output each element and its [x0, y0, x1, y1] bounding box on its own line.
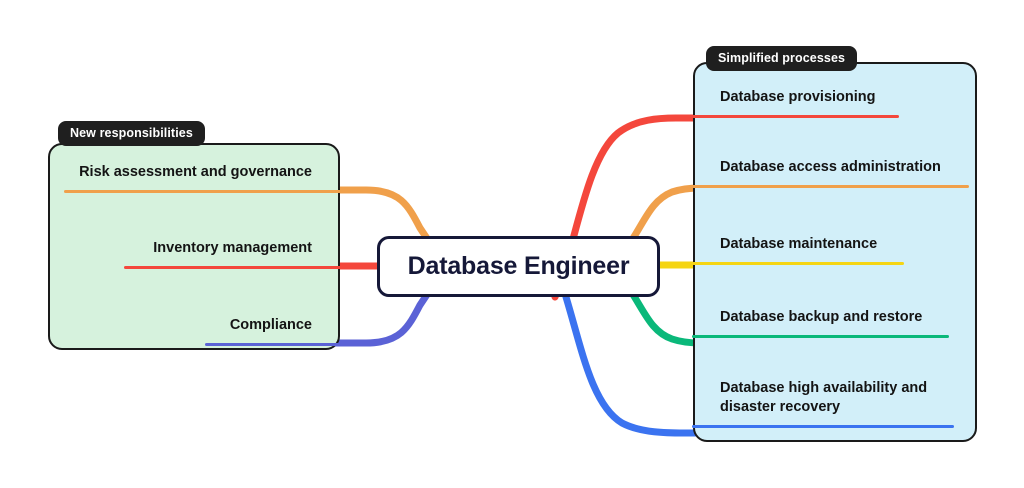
connector-database-high-availability [562, 293, 707, 437]
branch-panel-new-responsibilities[interactable]: Risk assessment and governance Inventory… [48, 143, 341, 350]
leaf-label: Database maintenance [720, 236, 878, 252]
leaf-database-provisioning[interactable]: Database provisioning [692, 88, 975, 118]
center-node-label: Database Engineer [407, 252, 630, 280]
leaf-underline [124, 266, 341, 269]
leaf-underline [692, 425, 954, 428]
leaf-underline [692, 115, 899, 118]
connector-compliance [326, 289, 432, 347]
leaf-label: Database high availability and disaster … [720, 380, 928, 415]
leaf-database-high-availability-and-disaster-recovery[interactable]: Database high availability and disaster … [692, 379, 975, 428]
leaf-underline [692, 185, 969, 188]
leaf-label: Database provisioning [720, 89, 876, 105]
leaf-underline [692, 262, 904, 265]
connector-risk-assessment [326, 186, 432, 244]
branch-tab-new-responsibilities[interactable]: New responsibilities [58, 121, 205, 146]
leaf-label: Database access administration [720, 159, 941, 175]
leaf-underline [64, 190, 341, 193]
leaf-inventory-management[interactable]: Inventory management [50, 239, 341, 269]
leaf-database-access-administration[interactable]: Database access administration [692, 158, 975, 188]
leaf-underline [205, 343, 341, 346]
branch-tab-simplified-processes[interactable]: Simplified processes [706, 46, 858, 71]
leaf-database-backup-and-restore[interactable]: Database backup and restore [692, 308, 975, 338]
leaf-database-maintenance[interactable]: Database maintenance [692, 235, 975, 265]
leaf-compliance[interactable]: Compliance [50, 316, 341, 346]
leaf-label: Inventory management [153, 240, 312, 256]
leaf-label: Risk assessment and governance [79, 164, 312, 180]
branch-panel-simplified-processes[interactable]: Database provisioning Database access ad… [692, 62, 977, 442]
leaf-label: Compliance [229, 317, 312, 333]
center-node[interactable]: Database Engineer [377, 236, 660, 297]
leaf-label: Database backup and restore [720, 309, 923, 325]
leaf-underline [692, 335, 949, 338]
leaf-risk-assessment-and-governance[interactable]: Risk assessment and governance [50, 163, 341, 193]
